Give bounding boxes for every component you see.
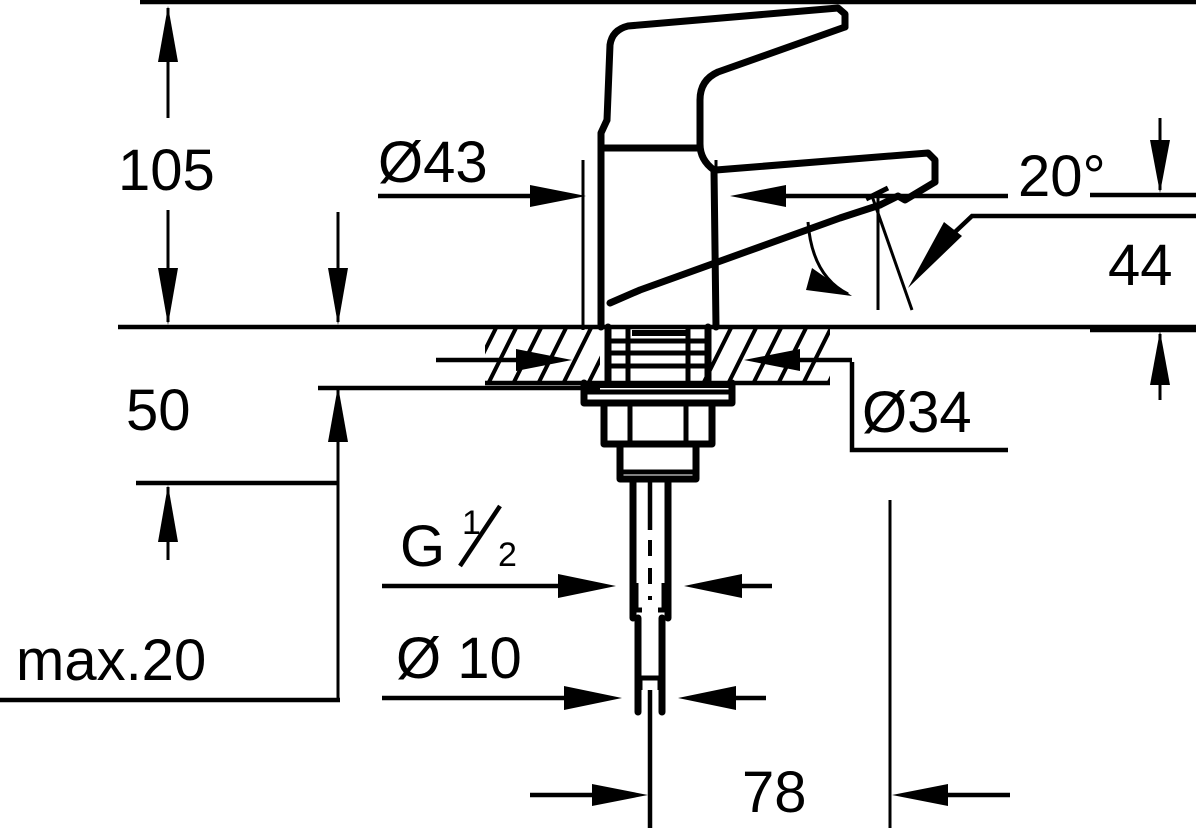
dimension-d34: Ø34 <box>436 349 1008 453</box>
dim-label-d43: Ø43 <box>378 130 488 195</box>
dimension-d10: Ø 10 <box>382 626 766 710</box>
reference-line-338 <box>328 212 348 325</box>
arrowhead-right-78 <box>592 784 648 806</box>
dimension-g-half: G 1 2 <box>382 504 772 598</box>
dimension-105: 105 <box>118 0 1196 325</box>
arrowhead-up-338 <box>328 386 348 442</box>
arrowhead-left-d43 <box>730 185 786 207</box>
dimension-d43: Ø43 <box>378 130 1008 330</box>
arrowhead-left-d10 <box>678 686 736 710</box>
dim-label-105: 105 <box>118 138 215 203</box>
arrowhead-down <box>158 268 178 325</box>
dim-label-50: 50 <box>126 378 191 443</box>
arrowhead-right-d43 <box>530 185 586 207</box>
arrowhead-right-d34-mirror <box>516 349 572 371</box>
dimension-78: 78 <box>530 500 1010 828</box>
dim-label-max20: max.20 <box>16 628 206 693</box>
mounting-assembly <box>580 323 736 483</box>
dim-label-fraction-denominator: 2 <box>498 536 517 574</box>
dim-label-d10: Ø 10 <box>396 626 522 691</box>
arrowhead-up-44 <box>1150 331 1170 385</box>
arrowhead-down-ref <box>328 268 348 325</box>
arrowhead-left-g12 <box>684 574 742 598</box>
dimension-50: 50 <box>126 378 338 560</box>
arrowhead-left-78 <box>892 784 948 806</box>
faucet-spout-outline <box>606 149 939 307</box>
dim-d34-leader <box>849 362 1008 453</box>
dimension-20deg: 20° <box>806 144 1196 311</box>
arrowhead-arc-right <box>908 222 962 288</box>
fraction-bar <box>458 504 502 568</box>
arrowhead-down-44 <box>1150 140 1170 193</box>
arrowhead-arc-left <box>806 268 852 296</box>
arrowhead-up-50 <box>158 485 178 542</box>
dim-label-78: 78 <box>742 760 807 825</box>
angle-incline-ref <box>870 195 914 311</box>
dim-label-20deg: 20° <box>1018 144 1106 209</box>
angle-leader <box>953 213 1196 234</box>
dim-label-g: G <box>400 514 445 579</box>
arrowhead-up <box>158 6 178 62</box>
dim-label-fraction-numerator: 1 <box>462 504 481 542</box>
reference-line-338-lower <box>318 385 600 700</box>
dim-label-44: 44 <box>1108 233 1173 298</box>
arrowhead-left-d34 <box>744 349 800 371</box>
dimension-44: 44 <box>1090 118 1196 400</box>
dimension-max20: max.20 <box>0 628 340 703</box>
dim-label-d34: Ø34 <box>862 380 972 445</box>
arrowhead-right-g12 <box>558 574 616 598</box>
arrowhead-right-d10 <box>564 686 622 710</box>
